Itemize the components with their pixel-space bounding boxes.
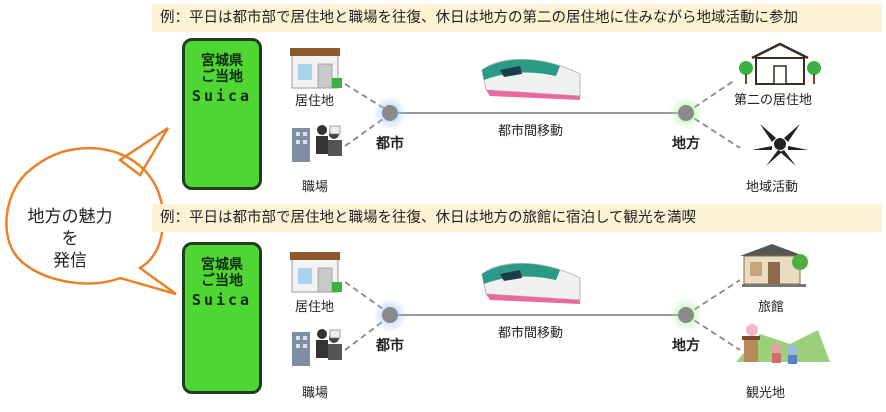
row1-city-node [382, 105, 398, 121]
row1-activity-icon [752, 124, 808, 166]
scenario-banner-2: 例：平日は都市部で居住地と職場を往復、休日は地方の旅館に宿泊して観光を満喫 [152, 204, 882, 232]
card-line-3: Suica [191, 291, 253, 309]
row2-dest2-label: 観光地 [746, 386, 786, 401]
speech-bubble [5, 126, 177, 296]
row2-work-label: 職場 [302, 386, 329, 401]
card-line-1: 宮城県 [201, 53, 243, 69]
row2-dest1-label: 旅館 [758, 300, 785, 315]
row2-sightseeing-icon [736, 324, 830, 364]
row1-rural-node [678, 105, 694, 121]
row1-travel-label: 都市間移動 [498, 124, 564, 139]
card-line-2: ご当地 [201, 69, 243, 85]
row1-work-icon [292, 125, 342, 162]
row1-train-icon [481, 58, 581, 100]
row2-ryokan-icon [740, 244, 808, 287]
row2-city-label: 都市 [376, 338, 404, 354]
suica-card-2: 宮城県 ご当地 Suica [182, 242, 262, 394]
speech-bubble-text: 地方の魅力を 発信 [22, 206, 118, 272]
suica-card-1: 宮城県 ご当地 Suica [182, 38, 262, 190]
row2-rural-node [678, 307, 694, 323]
card-line-3: Suica [191, 87, 253, 105]
row1-second-home-icon [739, 42, 821, 85]
row1-home-icon [290, 48, 342, 89]
card-line-2: ご当地 [201, 273, 243, 289]
row2-rural-label: 地方 [672, 338, 700, 354]
row1-dest2-label: 地域活動 [746, 180, 799, 195]
row2-city-node [382, 307, 398, 323]
row2-home-icon [290, 252, 342, 293]
card-line-1: 宮城県 [201, 257, 243, 273]
row2-home-label: 居住地 [295, 300, 335, 315]
row2-train-icon [481, 262, 581, 304]
row1-work-label: 職場 [302, 180, 329, 195]
row1-dest1-label: 第二の居住地 [734, 93, 813, 108]
row2-work-icon [292, 329, 342, 366]
scenario-banner-1: 例：平日は都市部で居住地と職場を往復、休日は地方の第二の居住地に住みながら地域活… [152, 4, 882, 32]
row2-travel-label: 都市間移動 [498, 326, 564, 341]
speech-line-2: 発信 [53, 251, 87, 271]
row1-city-label: 都市 [376, 136, 404, 152]
speech-line-1: 地方の魅力を [27, 207, 113, 249]
row1-home-label: 居住地 [295, 94, 335, 109]
row1-rural-label: 地方 [672, 136, 700, 152]
